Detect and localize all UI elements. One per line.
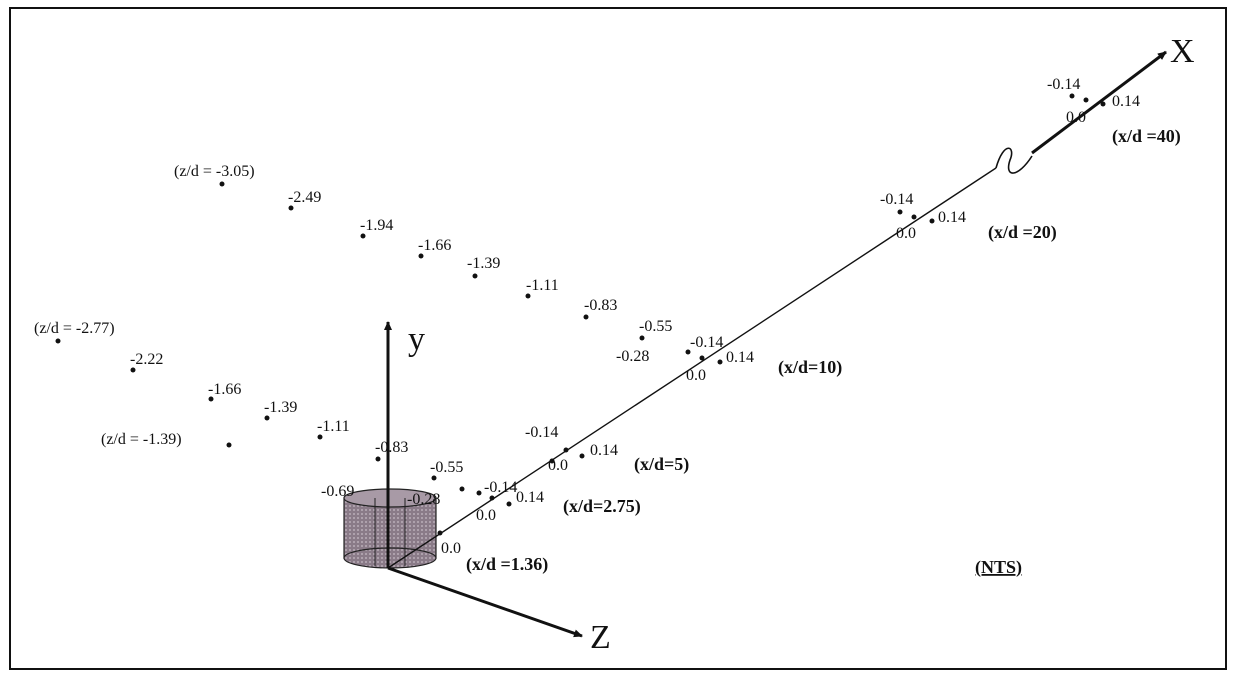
y-axis-label: y [408,321,425,358]
station-xd-5: -0.14 0.0 0.14 (x/d=5) [525,424,689,475]
x-axis-label: X [1170,33,1195,70]
row-mid-value-3: -1.39 [264,399,297,416]
station-20-left-value: -0.14 [880,191,913,208]
station-10-left-value: -0.14 [690,334,723,351]
row-top-value-5: -1.11 [526,277,559,294]
row-mid-start-point [55,338,61,344]
row-low-value-1: -0.69 [321,483,354,500]
row-mid-value-7: -0.28 [407,491,440,508]
row-mid: (z/d = -2.77) -2.22 -1.66 -1.39 -1.11 -0… [34,320,465,508]
station-1.36-label: (x/d =1.36) [466,554,548,575]
station-2.75-center-value: 0.0 [476,507,496,524]
point-1.36-center [437,530,443,536]
station-2.75-left-value: -0.14 [484,479,517,496]
point-10-left [685,349,691,355]
row-mid-start-label: (z/d = -2.77) [34,320,115,337]
row-top-point-6 [583,314,589,320]
station-5-label: (x/d=5) [634,454,689,475]
station-40-right-value: 0.14 [1112,93,1140,110]
station-xd-40: -0.14 0.0 0.14 (x/d =40) [1047,76,1181,147]
row-mid-point-4 [317,434,323,440]
row-low-start-point [226,442,232,448]
station-xd-1.36: 0.0 (x/d =1.36) [437,530,548,575]
row-top-point-3 [418,253,424,259]
row-low-start-label: (z/d = -1.39) [101,431,182,448]
point-20-left [897,209,903,215]
x-axis-line-far [1031,50,1167,155]
row-top-point-2 [360,233,366,239]
point-5-left [563,447,569,453]
station-20-center-value: 0.0 [896,225,916,242]
point-40-right [1100,101,1106,107]
station-5-center-value: 0.0 [548,457,568,474]
z-axis-label: Z [590,619,611,656]
station-10-center-value: 0.0 [686,367,706,384]
point-40-center [1083,97,1089,103]
station-xd-20: -0.14 0.0 0.14 (x/d =20) [880,191,1057,243]
row-mid-point-5 [375,456,381,462]
row-top-point-7 [639,335,645,341]
x-axis-line [387,167,997,569]
row-low: (z/d = -1.39) -0.69 [101,431,354,500]
row-top-point-1 [288,205,294,211]
row-top-value-3: -1.66 [418,237,451,254]
axis-break-symbol [995,147,1033,174]
station-xd-2.75: -0.14 0.0 0.14 (x/d=2.75) [476,479,641,524]
row-mid-point-2 [208,396,214,402]
station-2.75-right-value: 0.14 [516,489,544,506]
row-mid-value-6: -0.55 [430,459,463,476]
point-40-left [1069,93,1075,99]
point-10-center [699,355,705,361]
station-5-left-value: -0.14 [525,424,558,441]
row-mid-value-1: -2.22 [130,351,163,368]
row-top-value-7: -0.55 [639,318,672,335]
row-top-value-6: -0.83 [584,297,617,314]
point-5-center [549,458,555,464]
point-20-right [929,218,935,224]
row-top-start-point [219,181,225,187]
point-20-center [911,214,917,220]
station-20-label: (x/d =20) [988,222,1057,243]
station-10-label: (x/d=10) [778,357,842,378]
row-mid-point-6 [431,475,437,481]
row-mid-value-2: -1.66 [208,381,241,398]
row-mid-value-5: -0.83 [375,439,408,456]
diagram-frame [9,7,1227,670]
station-10-leftfar-value: -0.28 [616,348,649,365]
not-to-scale-note: (NTS) [975,557,1022,578]
row-top: (z/d = -3.05) -2.49 -1.94 -1.66 -1.39 -1… [174,163,672,341]
jet-cylinder [343,488,437,569]
station-1.36-center-value: 0.0 [441,540,461,557]
row-top-value-4: -1.39 [467,255,500,272]
z-axis-line [387,566,583,638]
row-top-point-4 [472,273,478,279]
station-10-right-value: 0.14 [726,349,754,366]
station-xd-10: -0.28 -0.14 0.0 0.14 (x/d=10) [616,334,842,384]
point-5-right [579,453,585,459]
point-2.75-right [506,501,512,507]
row-mid-point-7 [459,486,465,492]
row-top-value-2: -1.94 [360,217,393,234]
row-mid-point-1 [130,367,136,373]
point-10-right [717,359,723,365]
row-top-value-1: -2.49 [288,189,321,206]
row-mid-value-4: -1.11 [317,418,350,435]
station-40-center-value: 0.0 [1066,109,1086,126]
row-mid-point-3 [264,415,270,421]
station-40-left-value: -0.14 [1047,76,1080,93]
row-top-point-5 [525,293,531,299]
station-5-right-value: 0.14 [590,442,618,459]
station-20-right-value: 0.14 [938,209,966,226]
row-top-start-label: (z/d = -3.05) [174,163,255,180]
point-2.75-center [489,495,495,501]
station-2.75-label: (x/d=2.75) [563,496,641,517]
point-2.75-left [476,490,482,496]
station-40-label: (x/d =40) [1112,126,1181,147]
